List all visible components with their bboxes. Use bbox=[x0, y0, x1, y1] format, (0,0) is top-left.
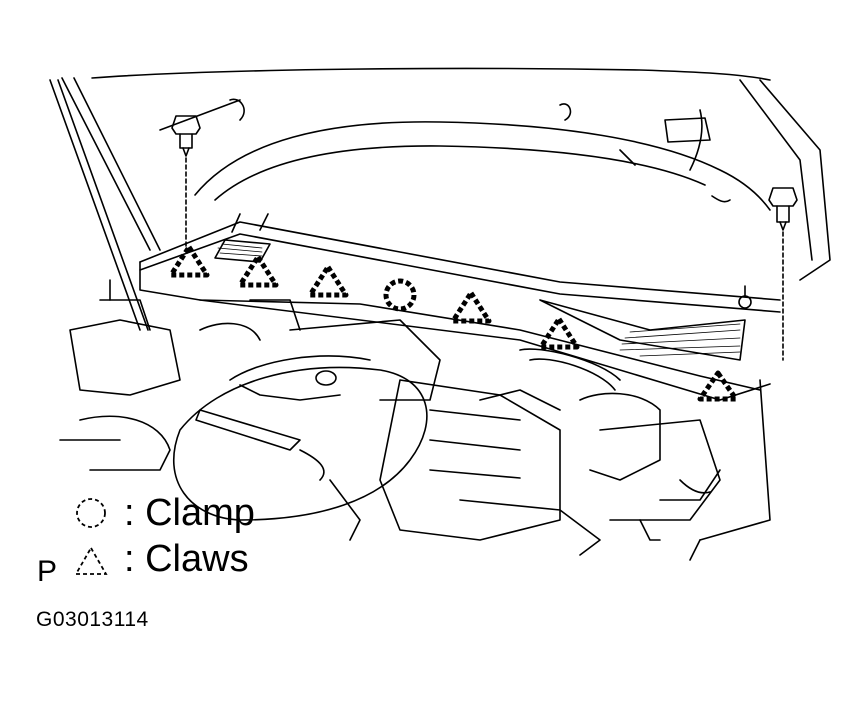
claw-marker bbox=[237, 254, 279, 288]
clip-fastener-right bbox=[768, 187, 798, 361]
hood-outline bbox=[61, 67, 831, 281]
claw-marker bbox=[450, 290, 492, 324]
clamp-marker bbox=[383, 278, 417, 312]
clip-fastener-left bbox=[171, 115, 201, 253]
engine-components bbox=[59, 279, 771, 561]
claw-marker bbox=[307, 264, 349, 298]
legend-claws-label: : Claws bbox=[124, 538, 249, 580]
claw-marker bbox=[697, 370, 739, 402]
view-marker: P bbox=[37, 555, 58, 588]
engine-cover bbox=[172, 355, 428, 521]
cowl-panel bbox=[139, 213, 781, 401]
claw-marker bbox=[168, 244, 210, 278]
figure-id: G03013114 bbox=[36, 608, 149, 631]
claw-marker bbox=[538, 316, 580, 350]
legend-claws-icon bbox=[74, 546, 108, 575]
legend-clamp-label: : Clamp bbox=[124, 492, 255, 534]
cowl-grille-hatch bbox=[217, 243, 741, 357]
hood-strut bbox=[49, 79, 149, 331]
legend-clamp-icon bbox=[76, 498, 106, 528]
